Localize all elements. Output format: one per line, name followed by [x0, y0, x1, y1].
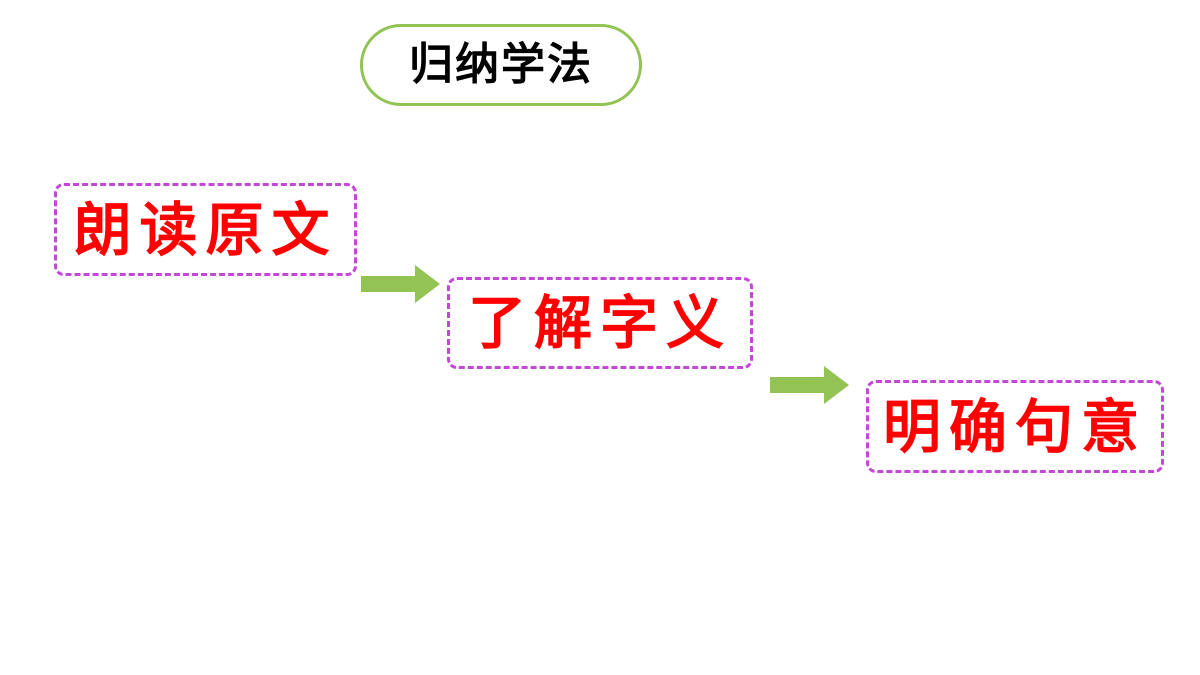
step-label-understand-words: 了解字义	[467, 289, 732, 357]
step-label-read-aloud: 朗读原文	[73, 195, 338, 264]
step-box-understand-words: 了解字义	[447, 277, 753, 369]
step-box-read-aloud: 朗读原文	[54, 183, 357, 276]
step-label-clarify-meaning: 明确句意	[882, 392, 1147, 461]
right-arrow-icon	[361, 265, 440, 303]
title-pill: 归纳学法	[360, 24, 642, 106]
right-arrow-icon	[770, 366, 849, 404]
step-box-clarify-meaning: 明确句意	[866, 380, 1164, 473]
page-title: 归纳学法	[409, 39, 593, 90]
